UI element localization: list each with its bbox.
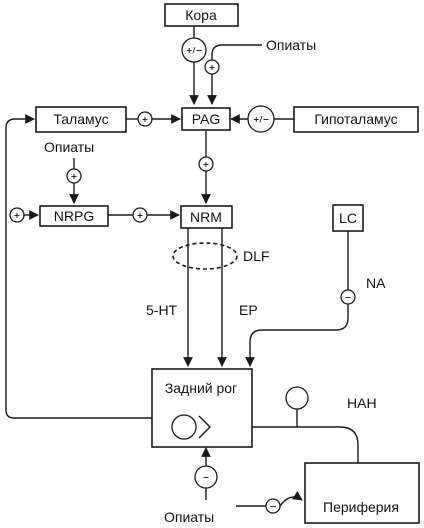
label-opiates-bottom: Опиаты (164, 509, 214, 525)
node-nrpg-label: NRPG (54, 208, 94, 224)
label-opiates-top: Опиаты (266, 37, 316, 53)
node-lc-label: LC (339, 210, 357, 226)
plus-icon: + (71, 172, 78, 181)
node-nrpg: NRPG (39, 205, 109, 227)
label-opiates-left: Опиаты (44, 139, 94, 155)
plus-icon: + (137, 211, 144, 220)
sign-opiates-left: + (66, 168, 82, 184)
label-na: NA (366, 275, 386, 291)
node-cortex-label: Кора (185, 7, 217, 23)
neuron-icon (171, 414, 197, 440)
node-thalamus-label: Таламус (53, 111, 108, 127)
sign-cortex-pag: +/− (181, 37, 207, 63)
sign-opiates-periphery: − (265, 498, 281, 514)
edge-opiates-top (211, 44, 262, 60)
sign-left-nrpg: + (9, 207, 25, 223)
synapse-icon (198, 415, 211, 439)
node-nrm-label: NRM (190, 209, 222, 225)
node-thalamus: Таламус (35, 106, 127, 133)
label-ep: EP (239, 302, 258, 318)
minus-icon: − (270, 502, 277, 511)
edge-na (245, 304, 349, 367)
node-pag: PAG (181, 107, 231, 131)
plus-icon: + (209, 63, 216, 72)
node-dorsal-horn: Задний рог (151, 368, 253, 448)
sign-hypothalamus-pag: +/− (247, 105, 275, 133)
sign-lc: − (340, 289, 356, 305)
sign-nrpg-nrm: + (132, 207, 148, 223)
node-periphery: Периферия (304, 462, 420, 524)
plus-minus-icon: +/− (253, 115, 269, 124)
minus-icon: − (203, 473, 210, 482)
node-pag-label: PAG (192, 111, 221, 127)
node-hypothalamus-label: Гипоталамус (314, 111, 397, 127)
sign-opiates-top: + (204, 59, 220, 75)
sign-pag-nrm: + (198, 156, 214, 172)
node-nrm: NRM (180, 205, 233, 229)
minus-icon: − (345, 293, 352, 302)
node-lc: LC (332, 204, 364, 232)
sign-thalamus-pag: + (137, 111, 153, 127)
edge-to-periphery (252, 426, 359, 482)
node-hypothalamus: Гипоталамус (293, 106, 419, 133)
node-dorsal-horn-label: Задний рог (165, 380, 237, 396)
sign-opiates-bottom: − (194, 465, 218, 489)
plus-icon: + (142, 115, 149, 124)
dlf-ellipse (172, 242, 238, 270)
edge-loop-thalamus (5, 114, 152, 419)
label-nan: НАН (347, 395, 377, 411)
nan-circle-icon (285, 386, 309, 410)
node-periphery-label: Периферия (323, 499, 399, 515)
plus-icon: + (14, 211, 21, 220)
node-cortex: Кора (164, 3, 239, 27)
label-dlf: DLF (243, 248, 269, 264)
plus-minus-icon: +/− (186, 46, 202, 55)
label-5ht: 5-HT (146, 302, 178, 318)
plus-icon: + (203, 160, 210, 169)
edge-sign-periphery (279, 491, 303, 507)
